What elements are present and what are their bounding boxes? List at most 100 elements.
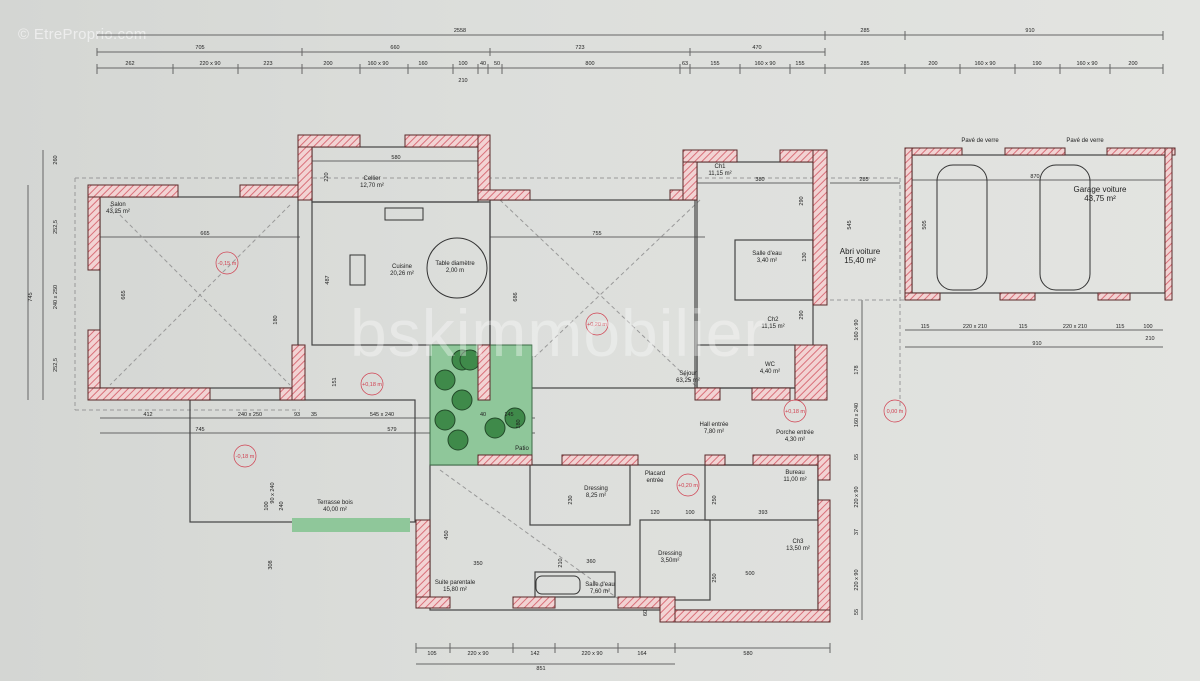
room-name: Suite parentale bbox=[435, 580, 476, 586]
floor-level: +0,18 m bbox=[362, 382, 382, 388]
room-outline bbox=[429, 464, 819, 611]
wall-segment bbox=[239, 184, 306, 198]
dimension-label: 285 bbox=[859, 177, 868, 183]
wall-segment bbox=[477, 189, 531, 201]
room-area: 8,25 m² bbox=[586, 493, 606, 499]
dimension-label: 115 bbox=[1019, 324, 1028, 330]
dimension-label: 63 bbox=[682, 61, 688, 67]
dimension-label: 160 x 90 bbox=[854, 319, 860, 340]
dimension-label: 230 bbox=[568, 495, 574, 504]
dimension-label: 60 bbox=[643, 610, 649, 616]
room-area: 11,15 m² bbox=[708, 171, 731, 177]
dimension-label: 755 bbox=[592, 231, 601, 237]
dimension-label: 470 bbox=[752, 45, 761, 51]
bathtub-icon bbox=[535, 575, 581, 595]
annotation-label: Pavé de verre bbox=[1066, 138, 1104, 144]
annotation-label: Patio bbox=[515, 446, 529, 452]
level-marker-icon bbox=[676, 473, 700, 497]
dimension-label: 180 bbox=[273, 315, 279, 324]
dimension-label: 252,5 bbox=[53, 220, 59, 234]
car-icon bbox=[936, 164, 988, 291]
dimension-label: 115 bbox=[921, 324, 930, 330]
room-area: entrée bbox=[646, 478, 664, 484]
tree-icon bbox=[504, 407, 526, 429]
room-area: 43,75 m² bbox=[1084, 194, 1116, 203]
dimension-label: 580 bbox=[391, 155, 400, 161]
dimension-label: 37 bbox=[854, 529, 860, 535]
dimension-label: 160 x 240 bbox=[854, 403, 860, 427]
wall-segment bbox=[415, 519, 431, 609]
dimension-label: 250 bbox=[712, 573, 718, 582]
dimension-label: 210 bbox=[458, 78, 467, 84]
room-name: Bureau bbox=[785, 470, 804, 476]
wall-segment bbox=[1106, 147, 1176, 156]
wall-segment bbox=[682, 149, 738, 163]
room-outline bbox=[734, 239, 814, 301]
dimension-label: 262 bbox=[125, 61, 134, 67]
dimension-label: 55 bbox=[854, 454, 860, 460]
room-name: Salle d'eau bbox=[585, 582, 615, 588]
dimension-label: 250 bbox=[712, 495, 718, 504]
room-name: Hall entrée bbox=[699, 422, 729, 428]
watermark-etreproprio: © EtreProprio.com bbox=[18, 26, 147, 43]
dimension-label: 240 x 250 bbox=[53, 285, 59, 309]
dimension-label: 220 x 90 bbox=[581, 651, 602, 657]
room-area: 4,30 m² bbox=[785, 437, 805, 443]
dimension-label: 145 bbox=[504, 412, 513, 418]
level-marker-icon bbox=[215, 251, 239, 275]
wall-segment bbox=[794, 344, 828, 401]
room-area: 7,80 m² bbox=[704, 429, 724, 435]
dimension-label: 100 bbox=[1143, 324, 1152, 330]
room-area: 43,25 m² bbox=[106, 209, 130, 215]
dimension-label: 151 bbox=[332, 377, 338, 386]
dimension-label: 240 bbox=[279, 501, 285, 510]
tree-icon bbox=[484, 417, 506, 439]
dimension-label: 223 bbox=[263, 61, 272, 67]
dimension-label: 665 bbox=[200, 231, 209, 237]
room-outline bbox=[489, 199, 696, 389]
dining-table bbox=[426, 237, 488, 299]
dimension-label: 100 bbox=[458, 61, 467, 67]
room-area: 15,80 m² bbox=[443, 587, 467, 593]
room-name: Ch1 bbox=[714, 164, 726, 170]
dimension-label: 910 bbox=[1032, 341, 1041, 347]
wall-segment bbox=[751, 387, 791, 401]
room-name: Séjour bbox=[679, 371, 696, 377]
room-name: Cuisine bbox=[392, 264, 413, 270]
dimension-label: 160 x 90 bbox=[1076, 61, 1097, 67]
dimension-label: 120 bbox=[650, 510, 659, 516]
room-name: WC bbox=[765, 362, 776, 368]
dimension-label: 851 bbox=[536, 666, 545, 672]
wall-segment bbox=[812, 149, 828, 306]
dimension-label: 487 bbox=[325, 275, 331, 284]
wall-segment bbox=[477, 454, 533, 466]
guide-line bbox=[499, 199, 701, 391]
room-name: Dressing bbox=[584, 486, 608, 492]
wall-segment bbox=[817, 454, 831, 481]
dimension-label: 220 bbox=[324, 172, 330, 181]
wall-segment bbox=[404, 134, 491, 148]
room-name: Salon bbox=[110, 202, 125, 208]
dimension-label: 220 x 90 bbox=[199, 61, 220, 67]
room-name: Cellier bbox=[363, 176, 380, 182]
dimension-label: 745 bbox=[28, 292, 34, 301]
dimension-label: 800 bbox=[585, 61, 594, 67]
wall-segment bbox=[297, 134, 361, 148]
dimension-label: 100 bbox=[685, 510, 694, 516]
watermark-bskimmobilier-logo: bskimmobilier bbox=[350, 296, 767, 370]
dimension-label: 220 x 90 bbox=[854, 569, 860, 590]
dimension-label: 360 bbox=[586, 559, 595, 565]
dimension-label: 220 x 210 bbox=[1063, 324, 1087, 330]
dimension-label: 660 bbox=[390, 45, 399, 51]
level-marker-icon bbox=[883, 399, 907, 423]
room-area: 13,50 m² bbox=[786, 546, 810, 552]
wall-segment bbox=[87, 184, 101, 271]
dimension-label: 505 bbox=[922, 220, 928, 229]
guide-line bbox=[109, 204, 291, 386]
dimension-label: 180 bbox=[516, 419, 522, 428]
wall-segment bbox=[1164, 147, 1173, 301]
room-name: Terrasse bois bbox=[317, 500, 353, 506]
floor-level: +0,20 m bbox=[678, 483, 698, 489]
wall-segment bbox=[561, 454, 639, 466]
dimension-label: 260 bbox=[53, 155, 59, 164]
